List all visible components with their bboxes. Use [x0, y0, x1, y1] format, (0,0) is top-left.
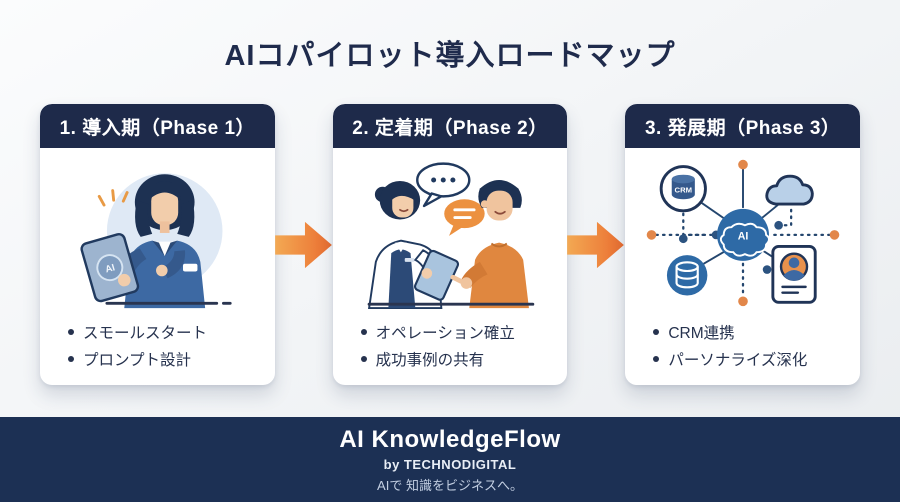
right-arrow-icon [567, 221, 625, 268]
brand-tagline: AIで 知識をビジネスへ。 [377, 477, 523, 493]
ai-label: AI [737, 231, 748, 243]
hand [421, 268, 433, 279]
tablet-ai-badge: AI [104, 262, 117, 275]
speech-bubble-dots-icon [416, 162, 471, 208]
list-item: オペレーション確立 [360, 321, 554, 343]
tablet-icon [414, 249, 460, 301]
customer-man-figure [450, 180, 529, 309]
phase2-card: 2. 定着期（Phase 2） [332, 104, 568, 385]
right-arrow-icon [274, 221, 332, 268]
crm-label: CRM [674, 186, 692, 195]
staff-and-customer-illustration [367, 162, 535, 310]
orange-node-dots [646, 159, 839, 307]
bullet-label: オペレーション確立 [375, 325, 515, 342]
database-node-icon [666, 255, 708, 296]
cloud-icon [765, 174, 814, 206]
bullet-dot [68, 356, 74, 362]
brand-byline: by TECHNODIGITAL [383, 456, 517, 472]
ai-integration-network-illustration: CRM AI [646, 159, 839, 307]
arrow-gap-2 [567, 104, 625, 385]
crm-node-icon: CRM [659, 165, 707, 213]
consultant-with-ai-tablet-illustration: AI [80, 173, 232, 309]
bullet-label: プロンプト設計 [83, 352, 192, 369]
list-item: 成功事例の共有 [360, 348, 554, 370]
phase1-body: AI スモールスタート プロンプト設計 [40, 148, 275, 385]
phase1-bullets: スモールスタート プロンプト設計 [40, 312, 275, 385]
hand [118, 273, 131, 287]
phase3-bullets: CRM連携 パーソナライズ深化 [625, 312, 860, 385]
pocket-square [183, 263, 198, 272]
phase1-card: 1. 導入期（Phase 1） [40, 104, 275, 385]
sparkle-icon [98, 189, 129, 207]
bullet-dot [360, 356, 367, 362]
profile-card-icon [771, 245, 817, 304]
bullet-label: CRM連携 [668, 325, 735, 342]
speech-bubble-lines-icon [444, 199, 485, 236]
phase-cards-row: 1. 導入期（Phase 1） [40, 104, 861, 385]
bullet-dot [360, 329, 367, 335]
footer-band: AI KnowledgeFlow by TECHNODIGITAL AIで 知識… [0, 417, 900, 502]
phase3-illustration-wrap: CRM AI [625, 152, 860, 312]
phase3-card: 3. 発展期（Phase 3） [625, 104, 861, 385]
bullet-dot [653, 356, 660, 362]
list-item: スモールスタート [68, 321, 261, 343]
bullet-label: パーソナライズ深化 [668, 352, 808, 369]
page-title: AIコパイロット導入ロードマップ [224, 40, 676, 72]
bullet-dot [653, 329, 660, 335]
phase2-body: オペレーション確立 成功事例の共有 [333, 148, 568, 385]
list-item: パーソナライズ深化 [653, 348, 846, 370]
phase1-header: 1. 導入期（Phase 1） [40, 104, 275, 148]
list-item: CRM連携 [653, 321, 846, 343]
bullet-label: 成功事例の共有 [375, 352, 485, 369]
ai-brain-node-icon: AI [716, 208, 770, 261]
phase2-header: 2. 定着期（Phase 2） [332, 104, 568, 148]
brand-name: AI KnowledgeFlow [339, 425, 561, 453]
name-badge [404, 258, 415, 262]
phase2-illustration-wrap [333, 152, 568, 312]
phase3-body: CRM AI [625, 148, 860, 385]
arrow-gap-1 [274, 104, 333, 385]
woman-figure [115, 174, 206, 309]
phase1-illustration-wrap: AI [40, 152, 275, 312]
list-item: プロンプト設計 [68, 348, 261, 370]
phase2-bullets: オペレーション確立 成功事例の共有 [333, 312, 568, 385]
phase3-header: 3. 発展期（Phase 3） [625, 104, 861, 148]
bullet-label: スモールスタート [83, 325, 208, 342]
bullet-dot [68, 329, 74, 335]
